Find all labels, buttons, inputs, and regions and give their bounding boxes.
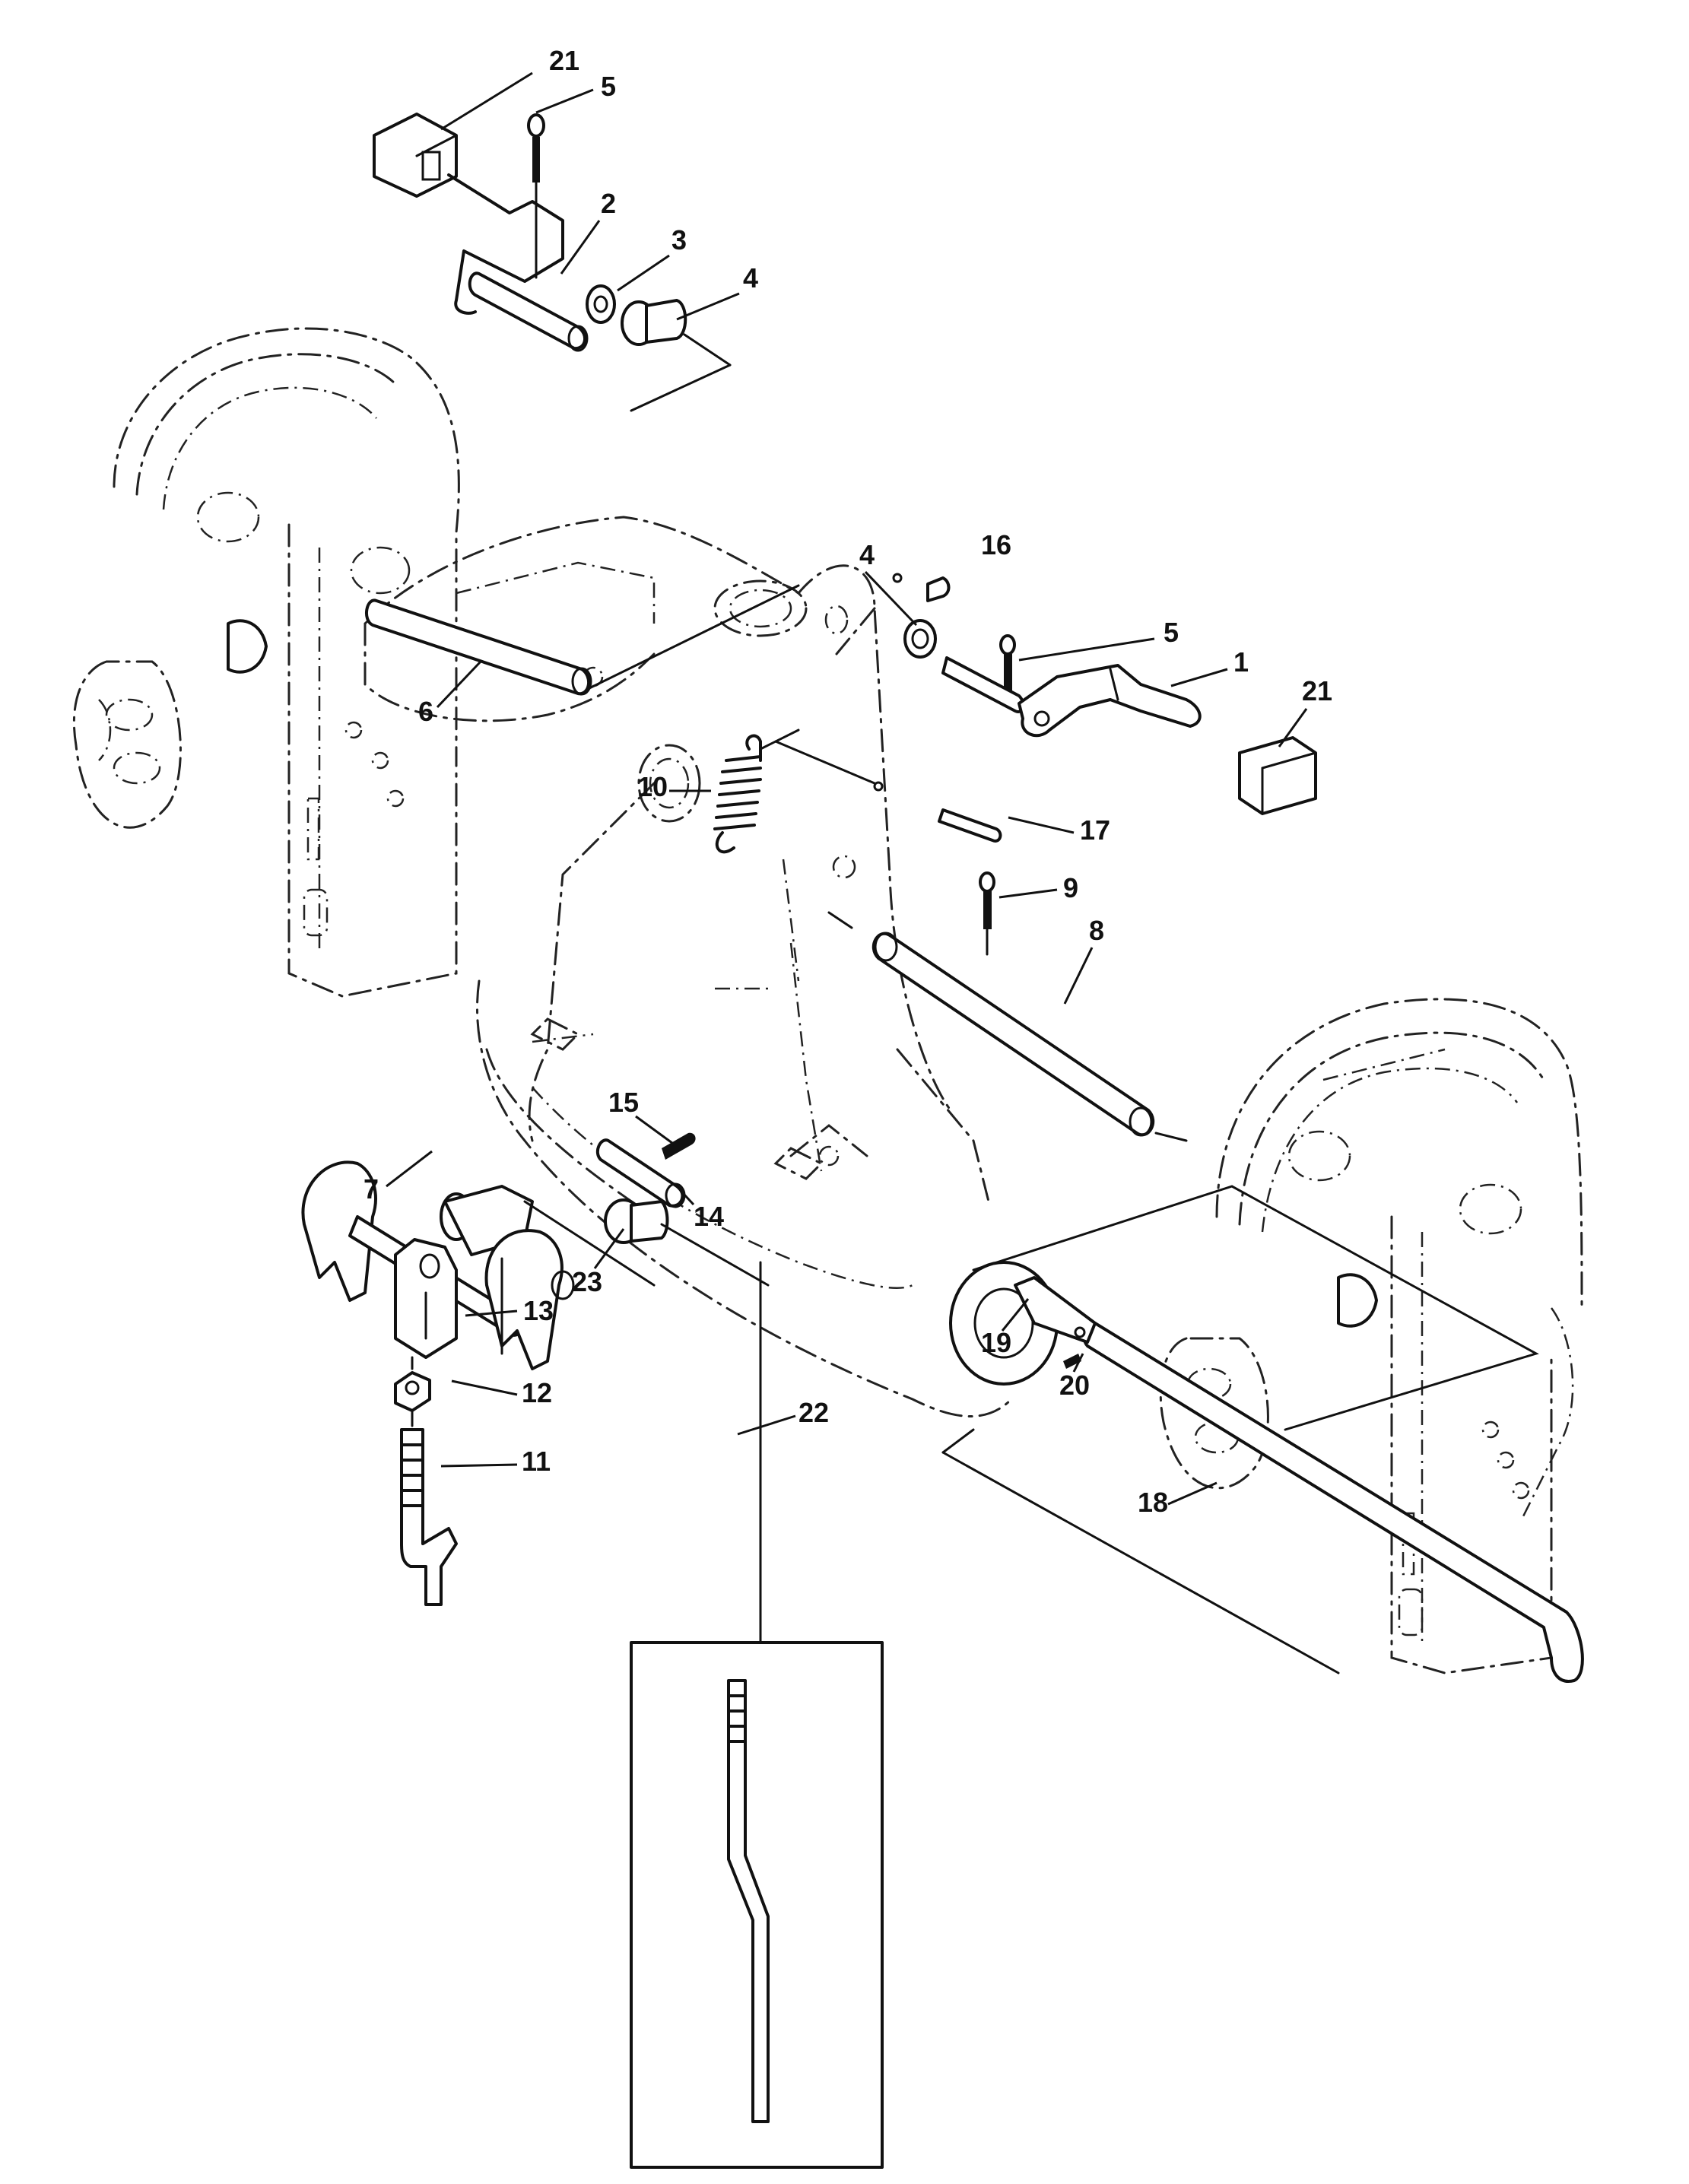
callout-leader-8 bbox=[1063, 947, 1094, 1005]
callout-label-23: 23 bbox=[572, 1266, 602, 1297]
callout-leader-3 bbox=[617, 254, 670, 292]
callout-label-6: 6 bbox=[418, 696, 433, 727]
part-21-handle-cover-top bbox=[373, 113, 458, 198]
part-21-handle-cover-right bbox=[1238, 736, 1317, 815]
callout-leader-15 bbox=[635, 1115, 676, 1147]
callout-leader-23 bbox=[593, 1228, 625, 1269]
callout-leader-5 bbox=[535, 88, 594, 114]
part-13-clevis bbox=[394, 1238, 458, 1359]
callout-leader-6 bbox=[436, 660, 482, 709]
right-clamp-bracket bbox=[1159, 998, 1583, 1675]
callout-label-16: 16 bbox=[981, 529, 1011, 560]
callout-leader-17 bbox=[1008, 816, 1075, 834]
callout-label-21: 21 bbox=[1302, 675, 1332, 706]
callout-label-2: 2 bbox=[601, 188, 616, 219]
part-16-pin bbox=[892, 573, 951, 602]
part-17-pin bbox=[774, 740, 1002, 843]
left-clamp-bracket bbox=[72, 327, 460, 998]
part-22-inset bbox=[630, 1261, 884, 2169]
part-9-cotter-pin bbox=[979, 871, 995, 956]
callout-leader-21 bbox=[1278, 708, 1308, 748]
part-1-tilt-lever-right bbox=[941, 656, 1202, 738]
callout-leader-9 bbox=[998, 888, 1058, 899]
part-10-spring bbox=[713, 729, 800, 854]
callout-label-4: 4 bbox=[859, 539, 875, 570]
callout-label-5: 5 bbox=[601, 71, 616, 102]
part-11-rod bbox=[400, 1428, 458, 1606]
callout-label-3: 3 bbox=[671, 224, 687, 256]
callout-leader-1 bbox=[1170, 668, 1228, 687]
callout-leader-12 bbox=[451, 1379, 518, 1396]
part-12-nut bbox=[394, 1356, 431, 1427]
callout-leader-14 bbox=[672, 1182, 695, 1206]
callout-labels: 2152341645121610179815714231319201222111… bbox=[364, 45, 1332, 1518]
part-4-bushing-top bbox=[621, 299, 732, 412]
part-5-cotter-pin-mid bbox=[999, 634, 1016, 692]
part-15-cotter-pin bbox=[662, 1132, 696, 1160]
callout-label-10: 10 bbox=[637, 771, 668, 802]
callout-leader-22 bbox=[737, 1414, 796, 1436]
callout-label-5: 5 bbox=[1164, 617, 1179, 648]
callout-leader-21 bbox=[440, 71, 533, 131]
callout-label-8: 8 bbox=[1089, 915, 1104, 946]
callout-label-1: 1 bbox=[1233, 646, 1249, 678]
part-4-bushing-mid bbox=[824, 605, 937, 659]
callout-label-13: 13 bbox=[523, 1295, 554, 1326]
callout-label-7: 7 bbox=[364, 1173, 379, 1205]
callout-leader-5 bbox=[1018, 637, 1155, 662]
callout-label-11: 11 bbox=[522, 1446, 551, 1477]
callout-leader-13 bbox=[465, 1309, 518, 1317]
callout-leader-2 bbox=[560, 220, 601, 275]
callout-label-20: 20 bbox=[1059, 1370, 1090, 1401]
callout-leader-11 bbox=[440, 1463, 518, 1468]
callout-leader-20 bbox=[1072, 1353, 1084, 1373]
callout-leader-18 bbox=[1167, 1481, 1218, 1506]
part-6-tube bbox=[365, 584, 800, 696]
part-18-tilt-stop-rod bbox=[941, 1185, 1584, 1683]
callout-leader-4 bbox=[864, 570, 918, 627]
part-23-bushing bbox=[604, 1198, 770, 1287]
part-3-washer bbox=[586, 284, 616, 324]
callout-leader-19 bbox=[1001, 1298, 1030, 1332]
callout-label-9: 9 bbox=[1063, 872, 1078, 903]
callout-label-15: 15 bbox=[608, 1087, 639, 1118]
callout-label-12: 12 bbox=[522, 1377, 552, 1408]
part-5-cotter-pin-top bbox=[527, 113, 545, 279]
callout-label-21: 21 bbox=[549, 45, 579, 76]
callout-label-4: 4 bbox=[743, 262, 758, 294]
callout-label-17: 17 bbox=[1080, 814, 1110, 846]
callout-label-18: 18 bbox=[1138, 1487, 1168, 1518]
part-8-tilt-pin bbox=[827, 911, 1188, 1142]
callout-leader-4 bbox=[676, 292, 740, 321]
callout-label-14: 14 bbox=[694, 1201, 724, 1232]
callout-label-19: 19 bbox=[981, 1327, 1011, 1358]
callout-leader-7 bbox=[386, 1150, 433, 1188]
callout-label-22: 22 bbox=[798, 1397, 829, 1428]
part-2-tilt-lever-left bbox=[447, 173, 589, 352]
